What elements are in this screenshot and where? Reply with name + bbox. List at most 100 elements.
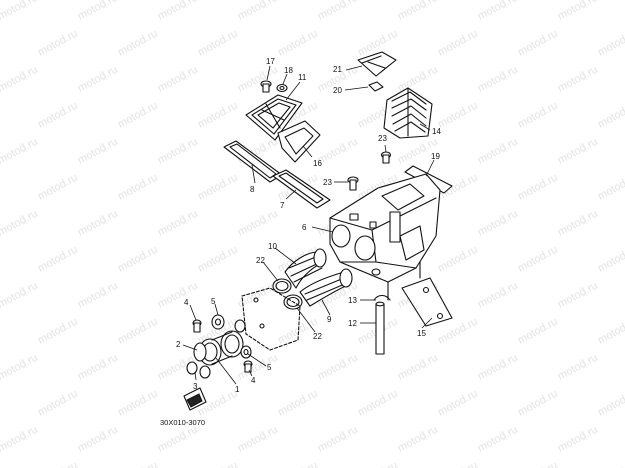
watermark-text: motod.ru [556,424,600,455]
watermark-text: motod.ru [556,280,600,311]
watermark-text: motod.ru [516,172,560,203]
callout-6: 6 [302,223,307,232]
joint-9 [299,268,353,307]
watermark-text: motod.ru [596,100,625,131]
callout-11: 11 [298,73,307,82]
watermark-text: motod.ru [436,100,480,131]
watermark-text: motod.ru [36,172,80,203]
watermark-text: motod.ru [196,172,240,203]
watermark-text: motod.ru [316,136,360,167]
callout-22-lower: 22 [313,332,322,341]
watermark-text: motod.ru [476,136,520,167]
drain-hose-12 [375,301,385,355]
diagram-code: 30X010-3070 [160,418,205,427]
watermark-text: motod.ru [76,424,120,455]
bolt-17 [260,80,272,93]
watermark-text: motod.ru [516,244,560,275]
watermark-text: motod.ru [476,64,520,95]
watermark-text: motod.ru [436,244,480,275]
washer-5-upper [211,314,246,333]
watermark-text: motod.ru [156,64,200,95]
watermark-text: motod.ru [156,352,200,383]
watermark-text: motod.ru [0,64,40,95]
watermark-text: motod.ru [156,136,200,167]
watermark-text: motod.ru [76,352,120,383]
watermark-text: motod.ru [156,280,200,311]
bracket-15 [401,277,453,327]
watermark-text: motod.ru [476,280,520,311]
watermark-text: motod.ru [36,244,80,275]
watermark-text: motod.ru [196,28,240,59]
watermark-text: motod.ru [596,172,625,203]
watermark-text: motod.ru [596,460,625,468]
watermark-text: motod.ru [116,100,160,131]
watermark-text: motod.ru [116,388,160,419]
callout-9: 9 [327,315,332,324]
watermark-text: motod.ru [0,0,40,23]
watermark-text: motod.ru [276,460,320,468]
callout-21: 21 [333,65,342,74]
watermark-text: motod.ru [76,136,120,167]
watermark-text: motod.ru [36,100,80,131]
cover-plate-21 [357,51,397,77]
clamp-22-lower [283,294,303,310]
air-filter-element [277,120,321,163]
bolt-4-upper [192,319,202,333]
watermark-text: motod.ru [36,388,80,419]
o-rings-3 [186,361,211,379]
watermark-text: motod.ru [0,136,40,167]
watermark-text: motod.ru [396,0,440,23]
watermark-text: motod.ru [236,424,280,455]
washer-5-lower [240,345,252,359]
watermark-text: motod.ru [0,352,40,383]
watermark-text: motod.ru [556,136,600,167]
screw-23-lower [347,176,359,191]
watermark-text: motod.ru [156,0,200,23]
callout-15: 15 [417,329,426,338]
callout-12: 12 [348,319,357,328]
callout-1: 1 [235,385,240,394]
watermark-text: motod.ru [436,388,480,419]
watermark-text: motod.ru [596,244,625,275]
watermark-text: motod.ru [76,208,120,239]
washer-18 [276,83,288,93]
watermark-text: motod.ru [556,64,600,95]
watermark-text: motod.ru [356,388,400,419]
callout-4-upper: 4 [184,298,189,307]
watermark-text: motod.ru [596,388,625,419]
watermark-text: motod.ru [116,28,160,59]
watermark-text: motod.ru [196,100,240,131]
catalog-reference-stamp [183,387,207,411]
watermark-text: motod.ru [236,0,280,23]
callout-23-upper: 23 [378,134,387,143]
callout-10: 10 [268,242,277,251]
watermark-text: motod.ru [76,64,120,95]
air-filter-frame [245,94,303,141]
duct-joint-14 [383,87,433,139]
callout-17: 17 [266,57,275,66]
bolt-4-lower [243,360,253,373]
watermark-text: motod.ru [476,0,520,23]
clamp-22-upper [272,278,292,294]
watermark-text: motod.ru [516,316,560,347]
callout-2: 2 [176,340,181,349]
callout-5-upper: 5 [211,297,216,306]
watermark-text: motod.ru [396,424,440,455]
watermark-text: motod.ru [0,424,40,455]
watermark-text: motod.ru [196,244,240,275]
watermark-text: motod.ru [76,0,120,23]
watermark-text: motod.ru [196,460,240,468]
callout-labels: 17 18 11 16 8 7 21 20 14 23 19 23 6 10 2… [176,57,441,394]
air-filter-case [329,173,441,301]
watermark-text: motod.ru [276,388,320,419]
carburetor-joint-outline [241,287,301,351]
callout-18: 18 [284,66,293,75]
watermark-text: motod.ru [356,460,400,468]
callout-23-lower: 23 [323,178,332,187]
watermark-text: motod.ru [76,280,120,311]
watermark-text: motod.ru [556,208,600,239]
watermark-text: motod.ru [0,280,40,311]
watermark-text: motod.ru [276,28,320,59]
